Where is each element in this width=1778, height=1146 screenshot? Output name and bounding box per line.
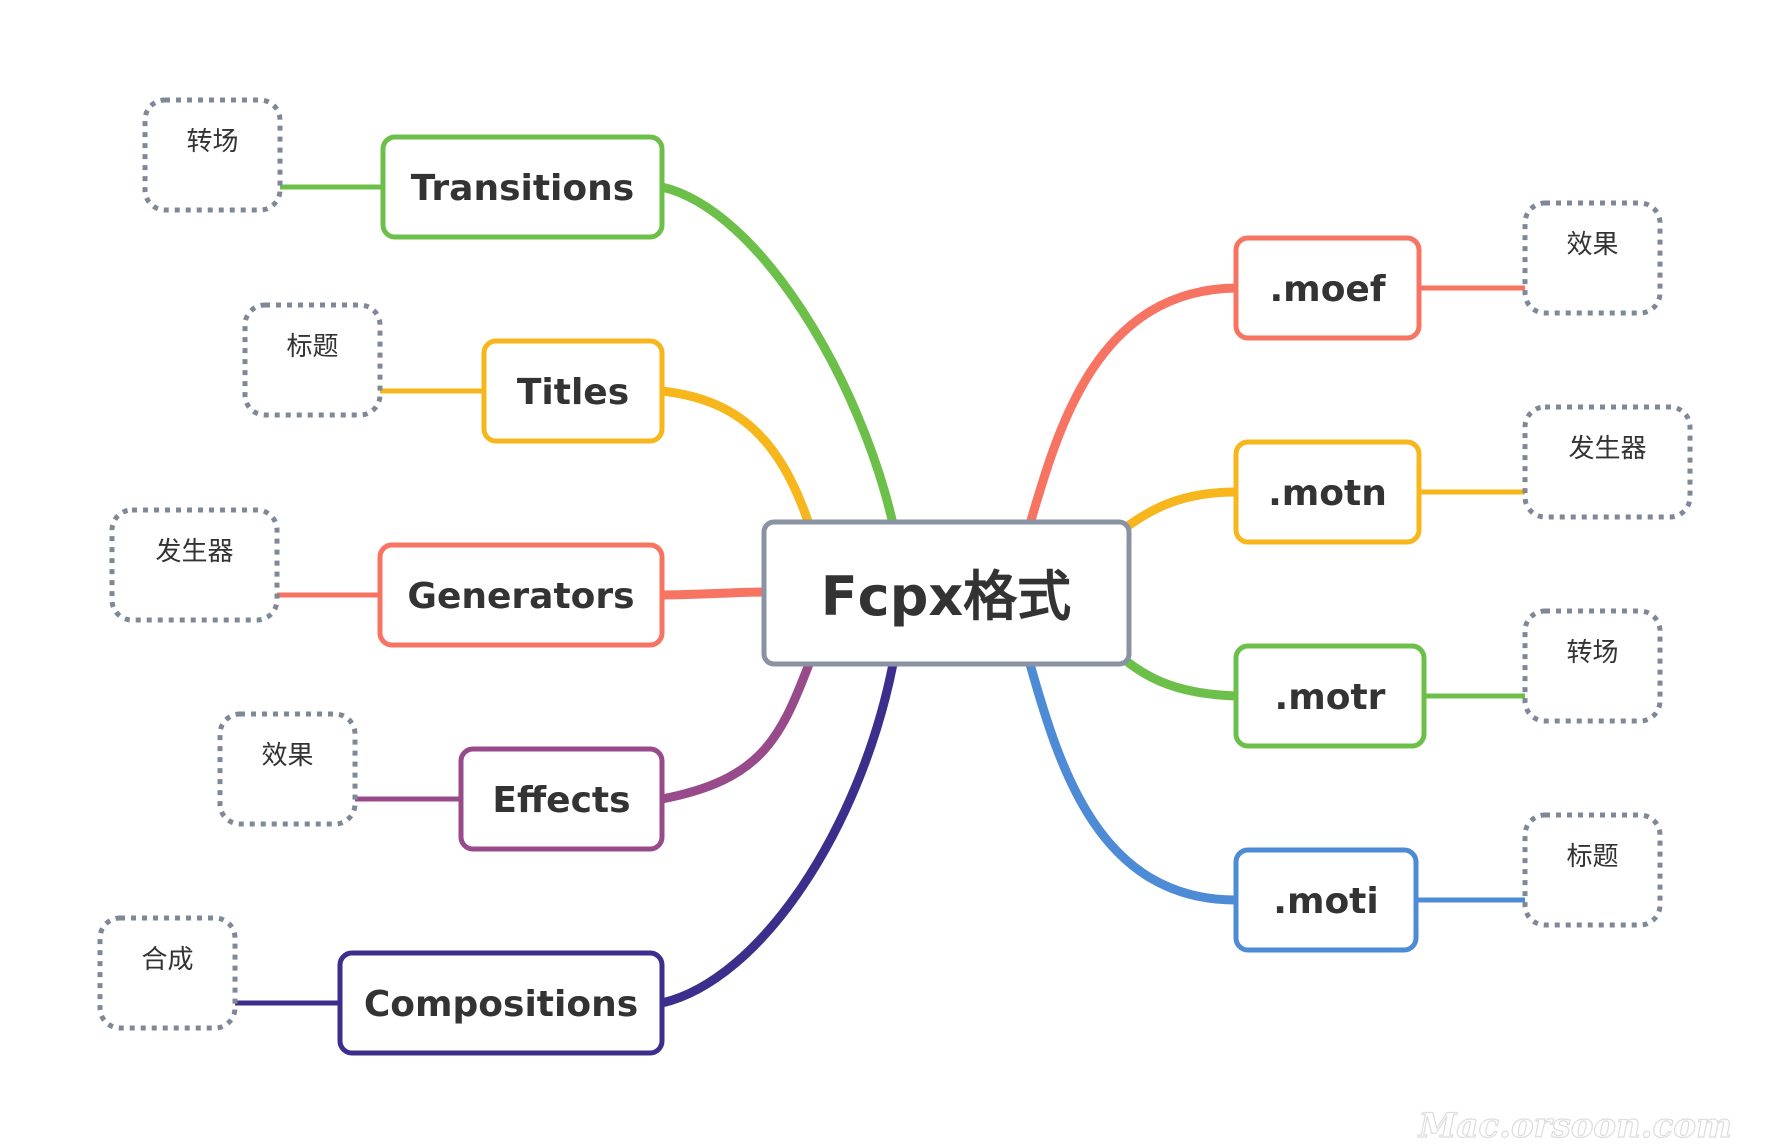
left-leaf-0[interactable]: 转场 bbox=[142, 97, 283, 213]
left-branch-node-0[interactable]: Transitions bbox=[380, 134, 665, 240]
nodes-layer: 转场 Transitions 标题 Titles 发生器 Generators 效果 Effe… bbox=[97, 97, 1693, 1056]
left-branch-node-2[interactable]: Generators bbox=[377, 542, 665, 648]
branch-node-box bbox=[1233, 439, 1422, 545]
branch-node-box bbox=[458, 746, 665, 852]
leaf-label: 合成 bbox=[141, 945, 193, 975]
left-connector-tip-1 bbox=[661, 389, 811, 525]
leaf-box bbox=[142, 97, 283, 213]
watermark: Mac.orsoon.com bbox=[1418, 1106, 1732, 1146]
left-leaf-3[interactable]: 效果 bbox=[217, 711, 358, 827]
leaf-box bbox=[109, 507, 280, 623]
leaf-label: 转场 bbox=[1566, 638, 1618, 668]
leaf-box bbox=[217, 711, 358, 827]
right-connector-tip-3 bbox=[1028, 663, 1237, 902]
leaf-label: 标题 bbox=[1566, 842, 1618, 872]
left-connector-1 bbox=[657, 386, 814, 529]
branch-node-box bbox=[1233, 643, 1427, 749]
left-connector-tip-0 bbox=[661, 185, 895, 525]
leaf-label: 发生器 bbox=[1568, 434, 1646, 464]
branch-node-label: .moti bbox=[1273, 881, 1378, 922]
right-leaf-0[interactable]: 效果 bbox=[1522, 200, 1663, 316]
right-leaf-2[interactable]: 转场 bbox=[1522, 608, 1663, 724]
left-connector-tip-3 bbox=[661, 663, 811, 801]
right-connector-2 bbox=[1120, 655, 1241, 701]
branch-node-box bbox=[380, 134, 665, 240]
left-connector-tip-4 bbox=[661, 663, 895, 1005]
left-connector-tip-2 bbox=[661, 590, 765, 597]
right-connector-tip-0 bbox=[1028, 286, 1237, 525]
branch-node-box bbox=[1233, 847, 1419, 953]
left-leaf-1[interactable]: 标题 bbox=[242, 302, 383, 418]
right-branch-node-2[interactable]: .motr bbox=[1233, 643, 1427, 749]
leaf-box bbox=[1522, 200, 1663, 316]
right-leaf-3[interactable]: 标题 bbox=[1522, 812, 1663, 928]
branch-node-box bbox=[481, 338, 665, 444]
branch-node-box bbox=[1233, 235, 1422, 341]
branch-node-label: .motr bbox=[1275, 677, 1386, 718]
leaf-label: 标题 bbox=[286, 332, 338, 362]
left-connector-4 bbox=[657, 659, 898, 1008]
leaf-box bbox=[242, 302, 383, 418]
left-branch-node-1[interactable]: Titles bbox=[481, 338, 665, 444]
branch-node-label: .moef bbox=[1270, 269, 1386, 310]
branch-node-label: Titles bbox=[517, 372, 629, 413]
root-node[interactable]: Fcpx格式 bbox=[761, 519, 1132, 667]
leaf-label: 发生器 bbox=[155, 537, 233, 567]
right-leaf-1[interactable]: 发生器 bbox=[1522, 404, 1693, 520]
left-branch-node-3[interactable]: Effects bbox=[458, 746, 665, 852]
leaf-box bbox=[1522, 404, 1693, 520]
right-branch-node-1[interactable]: .motn bbox=[1233, 439, 1422, 545]
leaf-label: 效果 bbox=[261, 741, 313, 771]
branch-node-box bbox=[337, 950, 665, 1056]
leaf-label: 效果 bbox=[1566, 230, 1618, 260]
left-connector-0 bbox=[657, 182, 898, 529]
root-node-label: Fcpx格式 bbox=[821, 565, 1071, 628]
branch-node-label: Effects bbox=[492, 780, 630, 821]
right-connector-tip-1 bbox=[1123, 490, 1237, 530]
leaf-box bbox=[1522, 812, 1663, 928]
left-leaf-4[interactable]: 合成 bbox=[97, 915, 238, 1031]
branch-node-label: Compositions bbox=[364, 984, 638, 1025]
branch-node-label: Transitions bbox=[411, 168, 634, 209]
branch-node-label: .motn bbox=[1268, 473, 1387, 514]
leaf-label: 转场 bbox=[186, 127, 238, 157]
branch-node-label: Generators bbox=[407, 576, 634, 617]
left-branch-node-4[interactable]: Compositions bbox=[337, 950, 665, 1056]
connector-lines bbox=[657, 182, 1241, 1008]
left-connector-3 bbox=[657, 659, 814, 804]
branch-node-box bbox=[377, 542, 665, 648]
right-branch-node-0[interactable]: .moef bbox=[1233, 235, 1422, 341]
left-leaf-2[interactable]: 发生器 bbox=[109, 507, 280, 623]
leaf-box bbox=[1522, 608, 1663, 724]
right-connector-tip-2 bbox=[1123, 658, 1237, 698]
leaf-box bbox=[97, 915, 238, 1031]
right-branch-node-3[interactable]: .moti bbox=[1233, 847, 1419, 953]
